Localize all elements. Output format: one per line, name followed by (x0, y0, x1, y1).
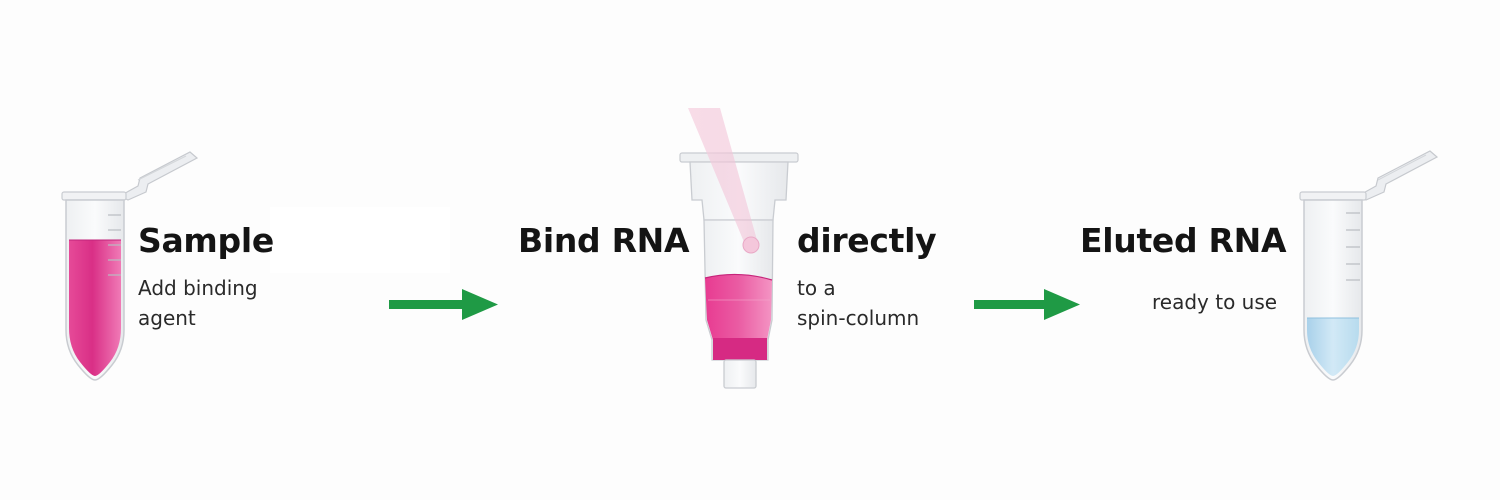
step-3-subtitle: ready to use (1152, 287, 1277, 317)
step-1-subtitle-line: Add binding (138, 276, 258, 300)
eluate-tube-icon (1299, 150, 1439, 381)
step-3-title: Eluted RNA (1080, 221, 1287, 260)
background-patch (270, 207, 450, 273)
spin-column-icon (679, 152, 799, 389)
step-2-title-right: directly (797, 221, 937, 260)
step-1-subtitle-line: agent (138, 306, 196, 330)
step-2-subtitle: to a spin-column (797, 273, 919, 333)
arrow-right-icon (974, 289, 1080, 320)
step-2-title-left: Bind RNA (518, 221, 690, 260)
step-2-subtitle-line: to a (797, 276, 836, 300)
step-1-subtitle: Add binding agent (138, 273, 258, 333)
step-2-subtitle-line: spin-column (797, 306, 920, 330)
step-3-subtitle-line: ready to use (1152, 290, 1278, 314)
arrow-right-icon (389, 289, 498, 320)
step-1-title: Sample (138, 221, 274, 260)
pipette-tip-icon (688, 108, 760, 254)
sample-tube-icon (61, 151, 199, 381)
